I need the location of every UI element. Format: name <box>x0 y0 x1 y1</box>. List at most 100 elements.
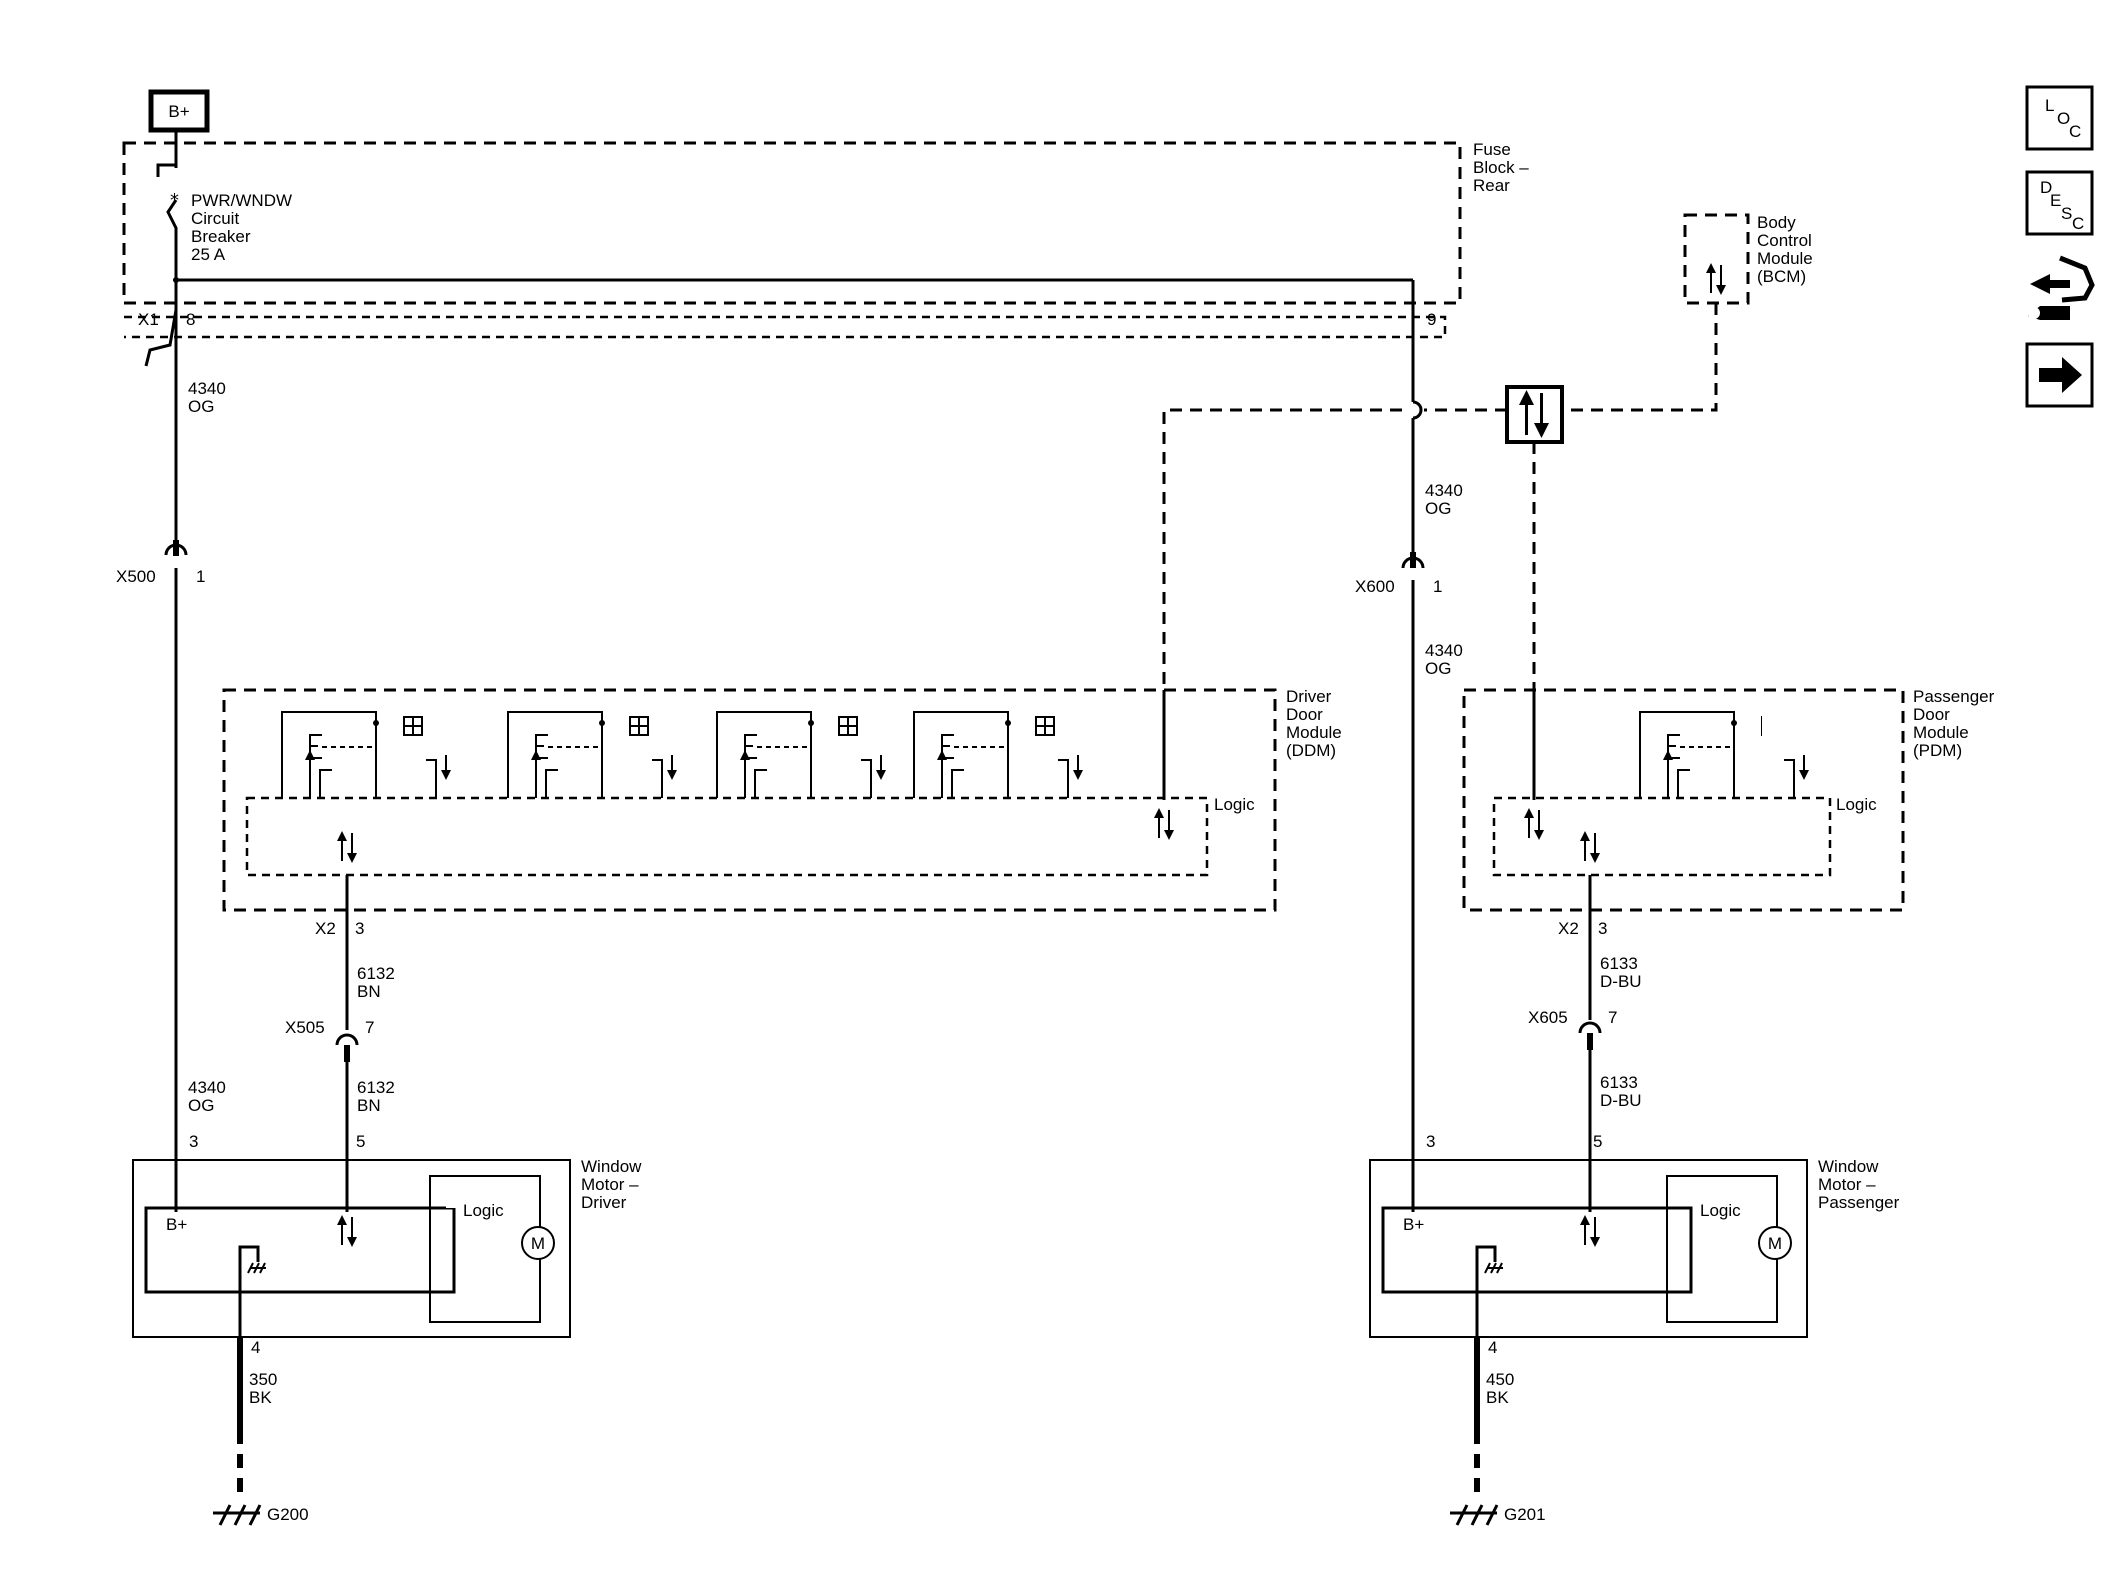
x505-label: X505 <box>285 1018 325 1037</box>
motor-driver-m: M <box>531 1234 545 1253</box>
fuse-block-title-1: Fuse <box>1473 140 1511 159</box>
desc-button[interactable]: D E S C <box>2025 170 2094 236</box>
motor-pass-m: M <box>1768 1234 1782 1253</box>
breaker-star: * <box>170 190 179 211</box>
w6133-lower-color: D-BU <box>1600 1091 1642 1110</box>
pdm-title-4: (PDM) <box>1913 741 1962 760</box>
connector-tool-icon <box>2028 255 2095 320</box>
motor-pass-logic: Logic <box>1700 1201 1741 1220</box>
motor-pass-pin-data: 5 <box>1593 1132 1602 1151</box>
w450-num: 450 <box>1486 1370 1514 1389</box>
w350-color: BK <box>249 1388 272 1407</box>
motor-pass-pin-gnd: 4 <box>1488 1338 1497 1357</box>
g201-label: G201 <box>1504 1505 1546 1524</box>
connector-tool-button[interactable] <box>2028 255 2095 320</box>
svg-text:D: D <box>2040 178 2052 197</box>
ddm-logic-label: Logic <box>1214 795 1255 814</box>
w450-color: BK <box>1486 1388 1509 1407</box>
passenger-door-module: Passenger Door Module (PDM) Logic <box>1462 687 1995 912</box>
fuse-block-rear: Fuse Block – Rear * PWR/WNDW Circuit Bre… <box>122 130 1529 367</box>
svg-text:E: E <box>2050 191 2061 210</box>
motor-pass-title-2: Motor – <box>1818 1175 1876 1194</box>
fuse-conn-x1: X1 <box>138 310 159 329</box>
loc-icon: L O C <box>2045 96 2081 141</box>
bcm-title-3: Module <box>1757 249 1813 268</box>
ddm-title-1: Driver <box>1286 687 1332 706</box>
serial-data-network <box>1162 303 1718 800</box>
circuit-6132: X2 3 6132 BN X505 7 6132 BN <box>285 875 395 1212</box>
w4340-left-lower-num: 4340 <box>188 1078 226 1097</box>
w6132-upper-color: BN <box>357 982 381 1001</box>
x600-label: X600 <box>1355 577 1395 596</box>
driver-door-module: Driver Door Module (DDM) Logic <box>222 687 1342 912</box>
breaker-label-2: Circuit <box>191 209 239 228</box>
pdm-title-1: Passenger <box>1913 687 1995 706</box>
fuse-pin-9: 9 <box>1427 310 1436 329</box>
next-button[interactable] <box>2025 342 2094 408</box>
motor-pass-title-1: Window <box>1818 1157 1879 1176</box>
ddm-title-4: (DDM) <box>1286 741 1336 760</box>
w4340-top-num: 4340 <box>188 379 226 398</box>
w4340-left-lower-color: OG <box>188 1096 214 1115</box>
circuit-6133: X2 3 6133 D-BU X605 7 6133 D-BU <box>1528 875 1642 1212</box>
x605-label: X605 <box>1528 1008 1568 1027</box>
fuse-block-title-2: Block – <box>1473 158 1529 177</box>
bcm-title-2: Control <box>1757 231 1812 250</box>
w4340-top-color: OG <box>188 397 214 416</box>
ddm-title-3: Module <box>1286 723 1342 742</box>
fuse-block-title-3: Rear <box>1473 176 1510 195</box>
motor-pass-title-3: Passenger <box>1818 1193 1900 1212</box>
ddm-x2-label: X2 <box>315 919 336 938</box>
bcm-title-4: (BCM) <box>1757 267 1806 286</box>
loc-button[interactable]: L O C <box>2025 85 2094 151</box>
power-source: B+ <box>148 89 210 133</box>
svg-text:S: S <box>2061 204 2072 223</box>
motor-driver-bplus: B+ <box>166 1215 187 1234</box>
motor-driver-pin-gnd: 4 <box>251 1338 260 1357</box>
w6132-lower-num: 6132 <box>357 1078 395 1097</box>
pdm-logic-label: Logic <box>1836 795 1877 814</box>
motor-pass-bplus: B+ <box>1403 1215 1424 1234</box>
circuit-4340-left: 4340 OG X500 1 4340 OG <box>116 280 226 1212</box>
x505-pin: 7 <box>365 1018 374 1037</box>
x605-pin: 7 <box>1608 1008 1617 1027</box>
w4340-right-lower-color: OG <box>1425 659 1451 678</box>
breaker-label-3: Breaker <box>191 227 251 246</box>
next-arrow-icon <box>2039 357 2082 393</box>
window-switch-1 <box>281 711 451 798</box>
w6133-upper-num: 6133 <box>1600 954 1638 973</box>
ground-450: 450 BK G201 <box>1450 1337 1546 1526</box>
svg-text:C: C <box>2069 122 2081 141</box>
desc-icon: D E S C <box>2040 178 2084 233</box>
motor-driver-pin-data: 5 <box>356 1132 365 1151</box>
w350-num: 350 <box>249 1370 277 1389</box>
power-label: B+ <box>168 102 189 121</box>
fuse-pin-8: 8 <box>186 310 195 329</box>
motor-driver-title-2: Motor – <box>581 1175 639 1194</box>
motor-driver-pin-bplus: 3 <box>189 1132 198 1151</box>
w6133-upper-color: D-BU <box>1600 972 1642 991</box>
bcm-title-1: Body <box>1757 213 1796 232</box>
svg-text:L: L <box>2045 96 2054 115</box>
breaker-label-4: 25 A <box>191 245 226 264</box>
window-motor-driver: 3 5 Window Motor – Driver B+ Logic M 4 <box>132 1132 642 1390</box>
svg-text:O: O <box>2057 109 2070 128</box>
motor-driver-title-3: Driver <box>581 1193 627 1212</box>
x500-label: X500 <box>116 567 156 586</box>
ground-350: 350 BK G200 <box>213 1337 309 1526</box>
circuit-4340-right: 4340 OG X600 1 4340 OG <box>1355 330 1463 1212</box>
w6132-lower-color: BN <box>357 1096 381 1115</box>
motor-pass-pin-bplus: 3 <box>1426 1132 1435 1151</box>
pdm-title-2: Door <box>1913 705 1950 724</box>
x500-pin: 1 <box>196 567 205 586</box>
pdm-x2-pin: 3 <box>1598 919 1607 938</box>
g200-label: G200 <box>267 1505 309 1524</box>
motor-driver-title-1: Window <box>581 1157 642 1176</box>
x600-pin: 1 <box>1433 577 1442 596</box>
w6133-lower-num: 6133 <box>1600 1073 1638 1092</box>
pdm-title-3: Module <box>1913 723 1969 742</box>
ddm-title-2: Door <box>1286 705 1323 724</box>
svg-text:C: C <box>2072 214 2084 233</box>
breaker-label-1: PWR/WNDW <box>191 191 292 210</box>
